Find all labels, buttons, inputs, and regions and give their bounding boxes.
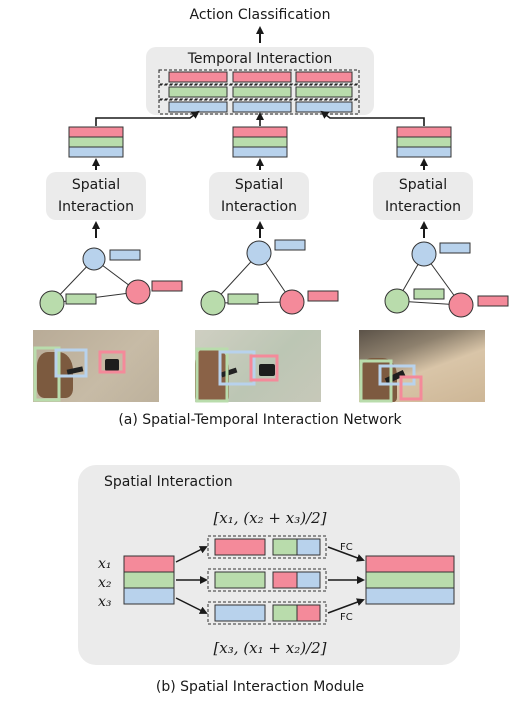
formula-bottom: [x₃, (x₁ + x₂)/2]	[213, 639, 327, 657]
spatial-interaction-panel-2	[209, 172, 309, 220]
object-graph-3	[384, 241, 509, 318]
caption-b: (b) Spatial Interaction Module	[155, 679, 365, 695]
spatial-interaction-panel-1	[46, 172, 146, 220]
module-output-stack	[365, 555, 455, 605]
input-label-x3: x₃	[98, 594, 112, 610]
spatial-to-stack-arrows	[92, 158, 428, 170]
module-row-1	[207, 535, 327, 559]
action-classification-label: Action Classification	[189, 7, 331, 23]
temporal-interaction-label: Temporal Interaction	[187, 51, 333, 67]
fc-label-top: FC	[340, 542, 353, 553]
object-graph-2	[200, 239, 339, 316]
spatial-label-2-line2: Interaction	[221, 199, 297, 215]
spatial-interaction-panel-3	[373, 172, 473, 220]
spatial-label-2-line1: Spatial	[234, 177, 284, 193]
temporal-input-arrows	[95, 110, 425, 126]
object-graph-1	[39, 247, 183, 316]
module-row-3	[207, 601, 327, 625]
module-split-arrows	[175, 546, 208, 614]
feature-stack-1	[68, 126, 124, 158]
module-fc-arrows	[327, 546, 365, 614]
input-label-x2: x₂	[98, 575, 112, 591]
input-label-x1: x₁	[98, 556, 112, 572]
caption-a: (a) Spatial-Temporal Interaction Network	[118, 412, 402, 428]
spatial-label-3-line1: Spatial	[398, 177, 448, 193]
frame-boxes	[33, 346, 423, 403]
module-input-stack	[123, 555, 175, 605]
spatial-label-1-line1: Spatial	[71, 177, 121, 193]
module-title: Spatial Interaction	[104, 474, 233, 490]
graph-to-spatial-arrows	[92, 221, 428, 238]
spatial-label-3-line2: Interaction	[385, 199, 461, 215]
feature-stack-3	[396, 126, 452, 158]
formula-top: [x₁, (x₂ + x₃)/2]	[213, 509, 327, 527]
video-frame-2	[195, 330, 321, 402]
feature-stack-2	[232, 126, 288, 158]
module-row-2	[207, 568, 327, 592]
temporal-feature-grid	[158, 69, 360, 115]
spatial-label-1-line2: Interaction	[58, 199, 134, 215]
fc-label-bottom: FC	[340, 612, 353, 623]
